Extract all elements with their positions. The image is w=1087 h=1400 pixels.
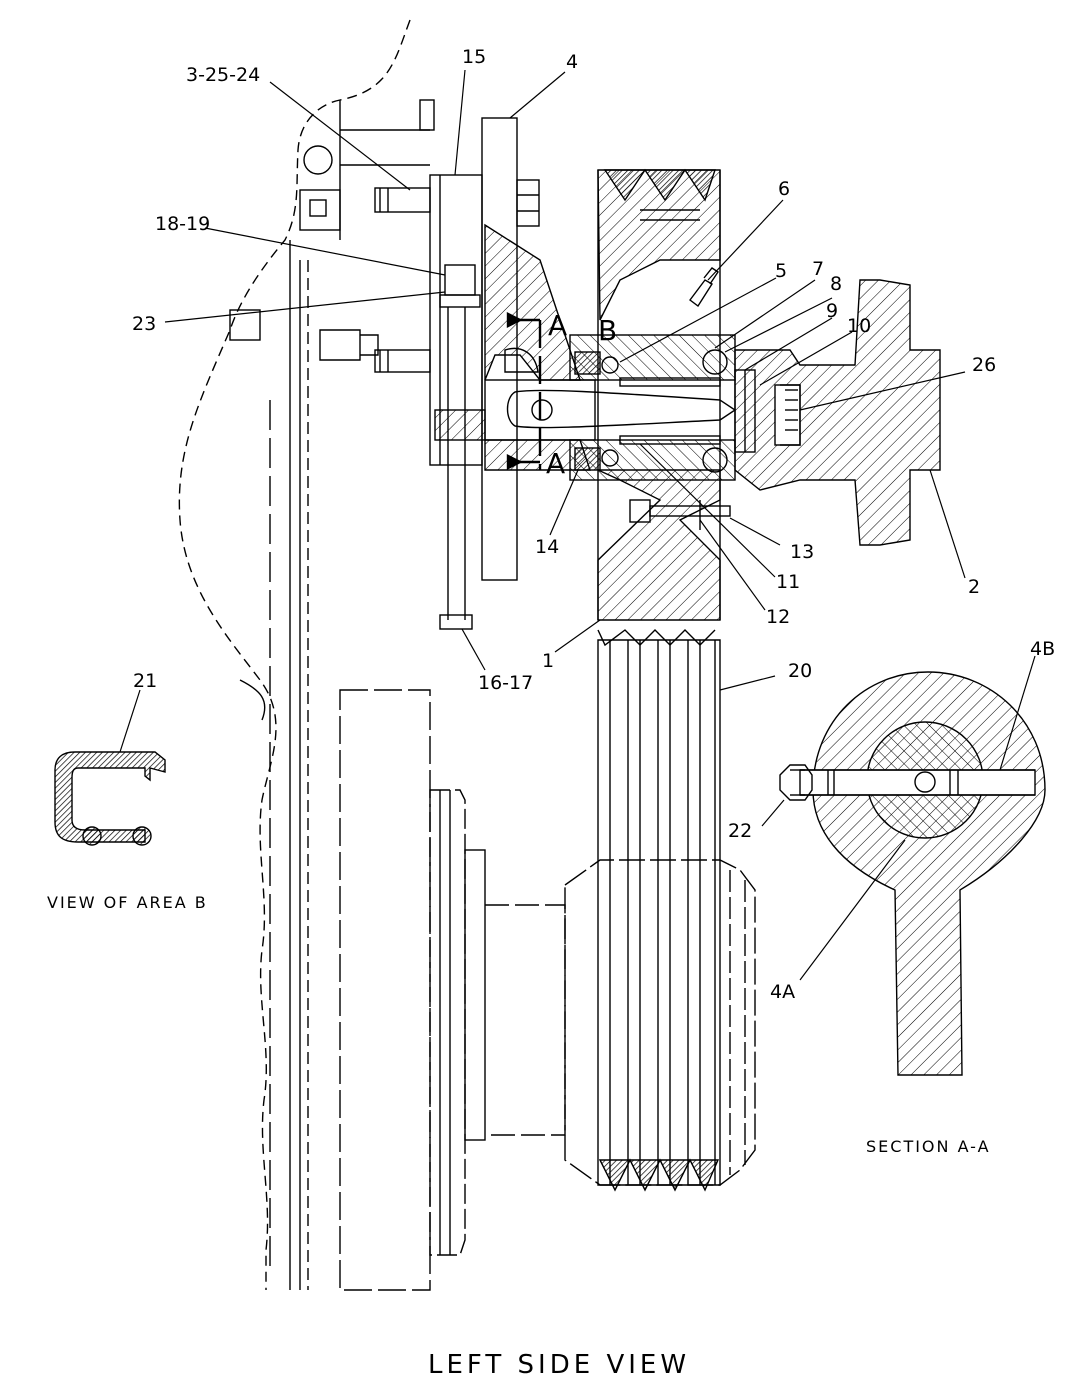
callout-9: 9 bbox=[826, 300, 839, 322]
grease-fitting bbox=[689, 267, 719, 308]
callout-13: 13 bbox=[790, 541, 815, 563]
section-letter-b: B bbox=[598, 314, 618, 347]
bearing-hub bbox=[569, 334, 756, 481]
callout-8: 8 bbox=[830, 273, 843, 295]
section-a-a-detail bbox=[779, 671, 1046, 1076]
callout-15: 15 bbox=[462, 46, 487, 68]
crank-pulley bbox=[339, 689, 756, 1291]
pump-housing bbox=[734, 279, 941, 546]
lower-bolt bbox=[629, 499, 731, 530]
section-cut-line bbox=[506, 312, 542, 470]
caption-section-a-a: SECTION A-A bbox=[866, 1137, 991, 1156]
callout-16-17: 16-17 bbox=[478, 672, 534, 694]
callout-14: 14 bbox=[535, 536, 560, 558]
callout-4: 4 bbox=[566, 51, 579, 73]
callout-20: 20 bbox=[788, 660, 813, 682]
upper-pulley bbox=[597, 168, 721, 621]
callout-5: 5 bbox=[775, 260, 788, 282]
callout-21: 21 bbox=[133, 670, 158, 692]
callout-4a: 4A bbox=[770, 981, 796, 1003]
callout-12: 12 bbox=[766, 606, 791, 628]
callout-26: 26 bbox=[972, 354, 997, 376]
view-area-b-detail bbox=[54, 751, 166, 846]
callout-2: 2 bbox=[968, 576, 981, 598]
drive-belt bbox=[597, 629, 721, 1192]
callout-3-25-24: 3-25-24 bbox=[186, 64, 261, 86]
mounting-studs bbox=[374, 99, 435, 373]
bracket-plate bbox=[429, 174, 483, 630]
callout-18-19: 18-19 bbox=[155, 213, 211, 235]
callout-10: 10 bbox=[847, 315, 872, 337]
callout-4b: 4B bbox=[1030, 638, 1056, 660]
caption-view-area-b: VIEW OF AREA B bbox=[47, 893, 208, 912]
callout-22: 22 bbox=[728, 820, 753, 842]
section-letter-a-bottom: A bbox=[546, 447, 566, 480]
callout-11: 11 bbox=[776, 571, 801, 593]
callout-1: 1 bbox=[542, 650, 555, 672]
section-letter-a-top: A bbox=[548, 309, 568, 342]
engine-block bbox=[178, 19, 430, 1290]
page-title: LEFT SIDE VIEW bbox=[428, 1350, 691, 1380]
leader-lines bbox=[119, 69, 1036, 981]
callout-6: 6 bbox=[778, 178, 791, 200]
callout-23: 23 bbox=[132, 313, 157, 335]
callout-7: 7 bbox=[812, 258, 825, 280]
